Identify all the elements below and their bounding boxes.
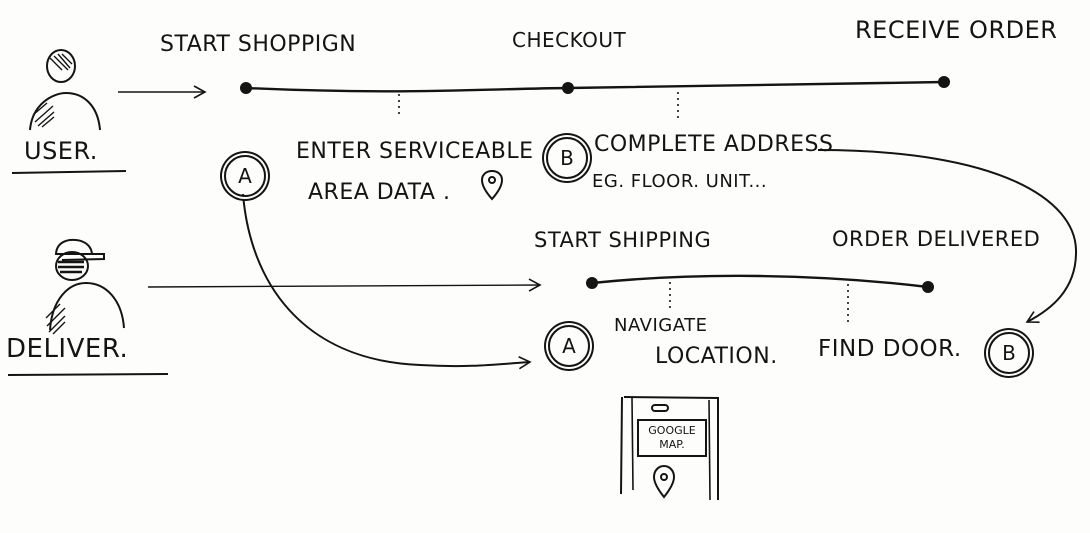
deliver-label: DELIVER.: [6, 334, 129, 364]
receive-order-label: RECEIVE ORDER: [855, 16, 1058, 44]
delivery-person-icon: [45, 238, 125, 335]
start-shipping-label: START SHIPPING: [534, 228, 712, 252]
complete-address-line1: COMPLETE ADDRESS: [594, 132, 834, 157]
navigate-line2: LOCATION.: [655, 344, 778, 369]
checkout-label: CHECKOUT: [512, 28, 627, 52]
deliver-underline: [7, 373, 169, 376]
marker-a-lower: A: [548, 325, 590, 367]
receive-order-dot: [938, 76, 950, 88]
phone-screen-line1: GOOGLE: [648, 424, 696, 437]
start-shopping-label: START SHOPPIGN: [160, 32, 357, 57]
order-delivered-dot: [922, 281, 934, 293]
user-timeline: [245, 80, 945, 93]
complete-address-line2: EG. FLOOR. UNIT...: [592, 171, 768, 192]
user-figure-icon: [29, 49, 101, 131]
phone-icon: [620, 396, 719, 501]
serviceable-area-line2: AREA DATA .: [308, 180, 451, 205]
start-shopping-dot: [240, 82, 252, 94]
location-pin-icon: [480, 169, 504, 201]
find-door-label: FIND DOOR.: [818, 336, 962, 362]
start-shipping-dot: [586, 277, 598, 289]
connector-a-arrow: [242, 193, 532, 370]
marker-b-upper: B: [546, 137, 588, 179]
user-label: USER.: [24, 137, 98, 165]
navigate-line1: NAVIGATE: [614, 315, 708, 336]
marker-a-upper: A: [224, 155, 266, 197]
connector-b-arrow: [817, 149, 1078, 324]
deliver-arrow: [147, 278, 542, 292]
deliver-timeline: [591, 274, 929, 289]
phone-screen-line2: MAP.: [659, 438, 685, 451]
user-underline: [11, 170, 127, 174]
order-delivered-label: ORDER DELIVERED: [832, 227, 1041, 251]
checkout-dot: [562, 82, 574, 94]
marker-b-lower: B: [988, 332, 1030, 374]
serviceable-area-line1: ENTER SERVICEABLE: [296, 139, 534, 164]
